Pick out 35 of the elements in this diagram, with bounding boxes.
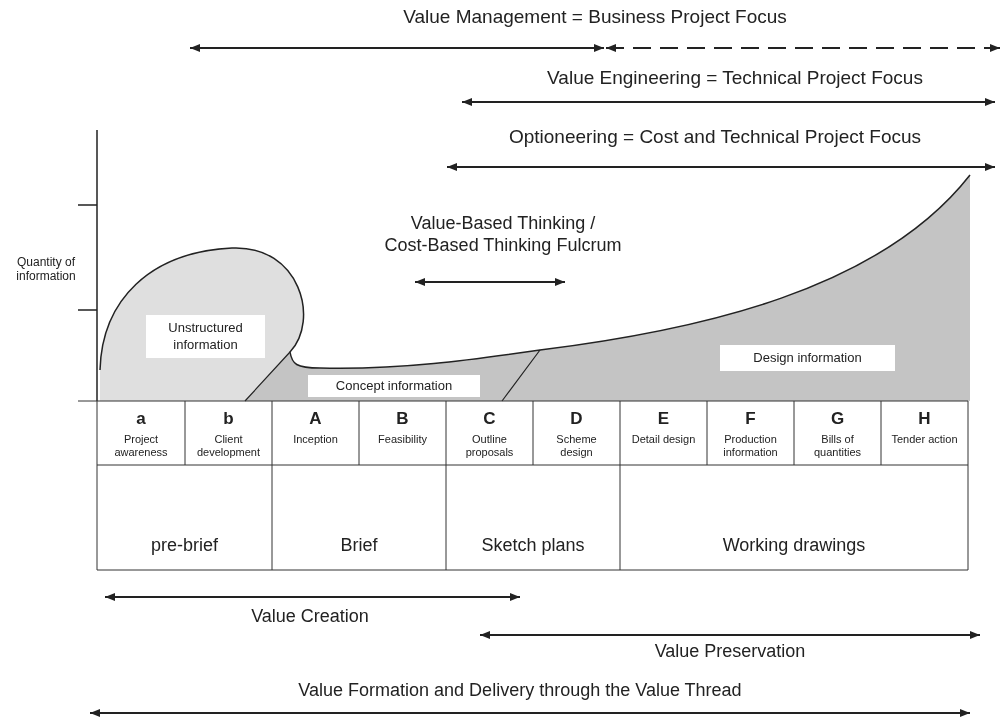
stage-letter: H: [917, 409, 932, 430]
stage-letter: B: [395, 409, 410, 430]
stage-letter: D: [569, 409, 584, 430]
range-caption: Value Engineering = Technical Project Focus: [546, 67, 924, 90]
stage-letter: a: [135, 409, 147, 430]
stage-group: pre-brief: [97, 535, 272, 557]
range-caption: Optioneering = Cost and Technical Project Focus: [507, 126, 923, 149]
range-caption: Value Formation and Delivery through the Value Thread: [297, 680, 743, 702]
stage-letter: b: [222, 409, 235, 430]
axis-label: Quantity of information: [15, 255, 77, 284]
stage-name: Project awareness: [113, 433, 169, 460]
stage-name: Inception: [292, 433, 339, 447]
stage-name: Outline proposals: [464, 433, 515, 460]
stage-name: Feasibility: [377, 433, 428, 447]
area-label: Design information: [720, 345, 895, 371]
fulcrum-caption: Value-Based Thinking / Cost-Based Thinking Fulcrum: [383, 213, 623, 257]
stage-group: Brief: [272, 535, 446, 557]
stage-name: Bills of quantities: [812, 433, 863, 460]
stage-letter: F: [744, 409, 757, 430]
area-label: Unstructured information: [146, 315, 265, 358]
area-label: Concept information: [308, 375, 480, 397]
stage-letter: G: [829, 409, 846, 430]
stage-letter: A: [308, 409, 323, 430]
range-caption: Value Management = Business Project Focus: [402, 6, 788, 29]
stage-name: Client development: [196, 433, 261, 460]
range-caption: Value Creation: [250, 606, 370, 628]
stage-group: Working drawings: [620, 535, 968, 557]
stage-group: Sketch plans: [446, 535, 620, 557]
stage-name: Scheme design: [555, 433, 598, 460]
stage-name: Production information: [722, 433, 779, 460]
stage-letter: E: [656, 409, 671, 430]
stage-name: Detail design: [630, 433, 697, 447]
range-caption: Value Preservation: [653, 641, 807, 663]
stage-letter: C: [482, 409, 497, 430]
stage-name: Tender action: [890, 433, 959, 447]
